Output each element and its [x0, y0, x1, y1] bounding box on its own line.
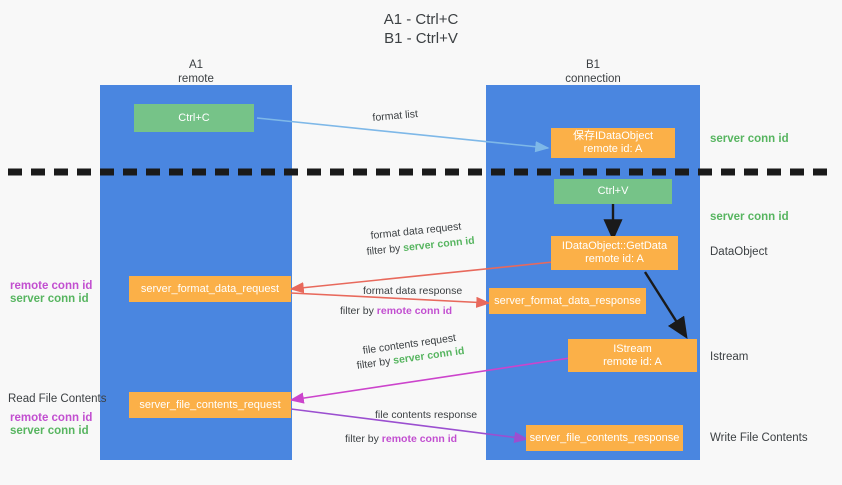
- box-ctrl-v-label: Ctrl+V: [597, 185, 629, 197]
- box-server-format-data-response[interactable]: server_format_data_response: [489, 288, 646, 314]
- left-label-server-conn-id-upper: server conn id: [10, 293, 89, 305]
- title-line-2: B1 - Ctrl+V: [384, 30, 458, 47]
- box-istream-line1: IStream: [613, 342, 652, 355]
- right-label-server-conn-id-top: server conn id: [710, 133, 789, 145]
- box-server-format-data-request-label: server_format_data_request: [140, 282, 280, 295]
- left-label-remote-conn-id-upper: remote conn id: [10, 280, 93, 292]
- box-server-file-contents-request[interactable]: server_file_contents_request: [129, 392, 291, 418]
- edge-label-format-data-response: format data response: [363, 285, 463, 297]
- box-server-format-data-request[interactable]: server_format_data_request: [129, 276, 291, 302]
- box-istream[interactable]: IStream remote id: A: [568, 339, 697, 372]
- right-label-write-file-contents: Write File Contents: [710, 432, 808, 444]
- column-header-b1-sub: connection: [565, 73, 621, 85]
- left-label-remote-conn-id-lower: remote conn id: [10, 412, 93, 424]
- column-header-b1-name: B1: [585, 59, 601, 71]
- filter-prefix: filter by: [356, 354, 395, 372]
- box-save-dataobject[interactable]: 保存IDataObject remote id: A: [551, 128, 675, 158]
- box-server-file-contents-response-label: server_file_contents_response: [529, 431, 680, 444]
- edge-label-format-list: format list: [372, 108, 419, 124]
- left-label-read-file-contents: Read File Contents: [8, 393, 107, 405]
- title-line-1: A1 - Ctrl+C: [383, 11, 459, 28]
- edge-label-file-contents-response-filter: filter by remote conn id: [345, 433, 457, 446]
- filter-prefix: filter by: [340, 305, 377, 317]
- edge-label-file-contents-response: file contents response: [375, 409, 478, 421]
- box-ctrl-c-label: Ctrl+C: [178, 111, 210, 124]
- box-istream-line2: remote id: A: [603, 355, 662, 368]
- column-header-a1-sub: remote: [178, 73, 214, 85]
- box-server-file-contents-request-label: server_file_contents_request: [139, 398, 281, 411]
- box-idataobject-getdata-line2: remote id: A: [585, 253, 644, 265]
- filter-value-remote-conn-id: remote conn id: [381, 433, 458, 445]
- box-save-dataobject-line2: remote id: A: [583, 143, 643, 155]
- box-ctrl-c[interactable]: Ctrl+C: [134, 104, 254, 132]
- right-label-server-conn-id-mid: server conn id: [710, 211, 789, 223]
- box-ctrl-v[interactable]: Ctrl+V: [554, 179, 672, 204]
- box-server-file-contents-response[interactable]: server_file_contents_response: [526, 425, 683, 451]
- right-label-istream: Istream: [710, 351, 749, 363]
- left-label-server-conn-id-lower: server conn id: [10, 425, 89, 437]
- column-header-a1-name: A1: [188, 59, 204, 71]
- right-label-dataobject: DataObject: [710, 246, 768, 258]
- filter-prefix: filter by: [345, 433, 382, 445]
- box-save-dataobject-line1: 保存IDataObject: [572, 130, 654, 142]
- box-idataobject-getdata[interactable]: IDataObject::GetData remote id: A: [551, 236, 678, 270]
- filter-prefix: filter by: [366, 242, 404, 258]
- edge-label-format-data-response-filter: filter by remote conn id: [340, 305, 452, 318]
- box-idataobject-getdata-line1: IDataObject::GetData: [561, 240, 668, 252]
- box-server-format-data-response-label: server_format_data_response: [494, 294, 641, 307]
- filter-value-remote-conn-id: remote conn id: [376, 305, 453, 317]
